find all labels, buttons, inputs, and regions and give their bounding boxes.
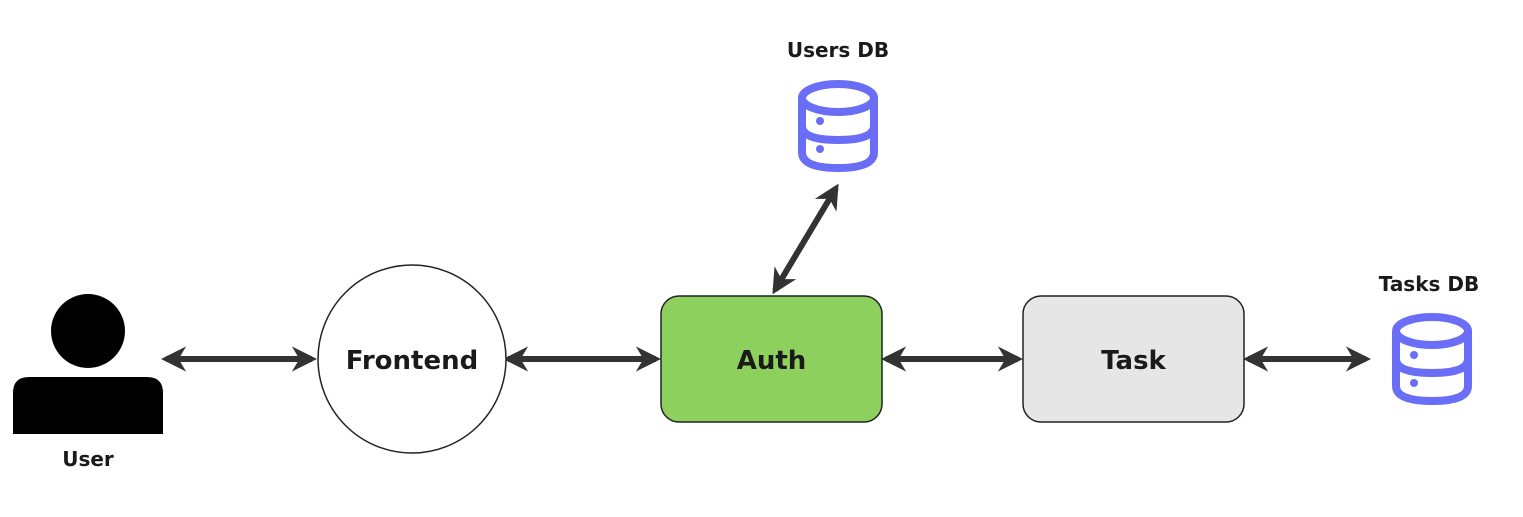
- users-db-label: Users DB: [787, 38, 889, 62]
- tasks-db-node: Tasks DB: [1379, 272, 1479, 405]
- task-node: Task: [1022, 295, 1245, 423]
- tasks-db-label: Tasks DB: [1379, 272, 1479, 296]
- task-shape: [1022, 295, 1245, 423]
- user-label: User: [62, 447, 114, 471]
- edge-auth-usersdb: [772, 183, 839, 295]
- user-node: User: [13, 294, 163, 471]
- frontend-label: Frontend: [346, 346, 478, 376]
- auth-label: Auth: [737, 346, 807, 376]
- user-icon: [13, 294, 163, 434]
- auth-shape: [660, 295, 883, 423]
- users-db-node: Users DB: [787, 38, 889, 172]
- frontend-shape: [317, 264, 507, 454]
- auth-node: Auth: [660, 295, 883, 423]
- database-icon: [1392, 313, 1472, 405]
- edges: [160, 183, 1372, 372]
- database-icon: [798, 80, 878, 172]
- task-label: Task: [1101, 346, 1166, 376]
- frontend-node: Frontend: [317, 264, 507, 454]
